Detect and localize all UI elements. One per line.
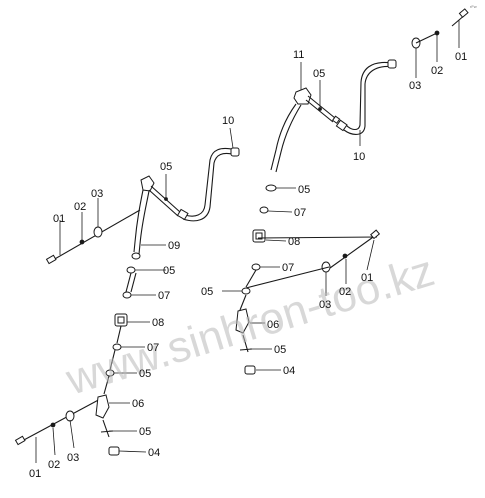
block-08-left: [114, 313, 128, 327]
callout-05-left-c: 05: [139, 426, 151, 438]
washer-05-left-a: [126, 266, 136, 274]
washer-02-left-upper: [79, 239, 85, 245]
callout-10-top-right: 10: [353, 151, 365, 163]
callout-07-left-a: 07: [158, 290, 170, 302]
washer-05-left-c: [100, 419, 114, 438]
callout-06-left: 06: [132, 398, 144, 410]
callout-05-left-a: 05: [163, 265, 175, 277]
callout-01-right-mid: 01: [361, 272, 373, 284]
callout-07-right-a: 07: [294, 207, 306, 219]
callout-07-right-b: 07: [282, 262, 294, 274]
callout-09: 09: [168, 240, 180, 252]
callout-08-right: 08: [288, 236, 300, 248]
callout-04-right: 04: [283, 365, 295, 377]
bolt-01-right-mid: [257, 229, 381, 269]
callout-02-top-right: 02: [431, 65, 443, 77]
callout-07-left-b: 07: [147, 342, 159, 354]
callout-10-left: 10: [222, 115, 234, 127]
pipe-10-left: [176, 147, 240, 222]
pipe-left-long: [133, 189, 150, 255]
ring-09: [131, 252, 141, 260]
callout-02-left-lower: 02: [48, 459, 60, 471]
callout-03-left-upper: 03: [91, 188, 103, 200]
corner-mark: rFw: [470, 4, 477, 9]
block-08-right: [252, 229, 266, 243]
callout-02-left-upper: 02: [74, 201, 86, 213]
callout-05-right-b: 05: [201, 286, 213, 298]
nut-07-right-a: [259, 206, 269, 214]
callout-01-left-upper: 01: [53, 213, 65, 225]
washer-02-left-lower: [50, 422, 56, 428]
banjo-03-left-lower: [65, 410, 75, 422]
banjo-03-top-right: [411, 32, 438, 49]
elbow-06-left: [95, 394, 110, 419]
callout-01-left-lower: 01: [29, 468, 41, 480]
washer-05-right-b: [241, 287, 251, 295]
pipe-10-top-right: [331, 59, 397, 135]
cap-04-left: [108, 446, 120, 456]
bolt-top-right: [451, 8, 469, 27]
nut-07-right-b: [251, 263, 261, 271]
callout-05-right-a: 05: [298, 184, 310, 196]
left-assembly: [14, 147, 240, 456]
callout-01-top-right: 01: [455, 51, 467, 63]
elbow-06-right: [235, 308, 250, 334]
banjo-03-left-upper: [93, 226, 103, 238]
callout-05-right-c: 05: [274, 344, 286, 356]
callout-03-top-right: 03: [409, 80, 421, 92]
callout-04-left: 04: [148, 447, 160, 459]
callout-05-top-right: 05: [313, 68, 325, 80]
washer-02-right-mid: [342, 253, 348, 259]
fitting-left-top: [140, 175, 181, 217]
callout-11: 11: [293, 49, 304, 61]
nut-07-left-a: [122, 291, 132, 299]
fitting-11: [293, 87, 336, 123]
callout-labels: 01 02 03 05 11 10 05 07 08 07 03 02 01 0…: [29, 49, 467, 480]
callout-08-left: 08: [152, 317, 164, 329]
bolt-01-left-lower: [14, 396, 105, 446]
washer-05-right-a: [265, 184, 277, 192]
right-assembly: [235, 8, 469, 375]
pipe-right-lower: [239, 266, 330, 311]
callout-05-left-b: 05: [139, 368, 151, 380]
callout-06-right: 06: [267, 319, 279, 331]
pipe-left-lower-b: [109, 349, 116, 371]
leader-lines: [35, 20, 460, 463]
pipe-left-lower-c: [103, 375, 110, 395]
pipe-left-lower-a: [116, 325, 122, 344]
callout-02-right-mid: 02: [339, 286, 351, 298]
callout-03-right-mid: 03: [319, 299, 331, 311]
pipe-right-long: [270, 103, 302, 173]
callout-05-left-top: 05: [160, 161, 172, 173]
callout-03-left-lower: 03: [67, 452, 79, 464]
pipe-left-mid: [125, 272, 137, 293]
cap-04-right: [244, 365, 256, 375]
